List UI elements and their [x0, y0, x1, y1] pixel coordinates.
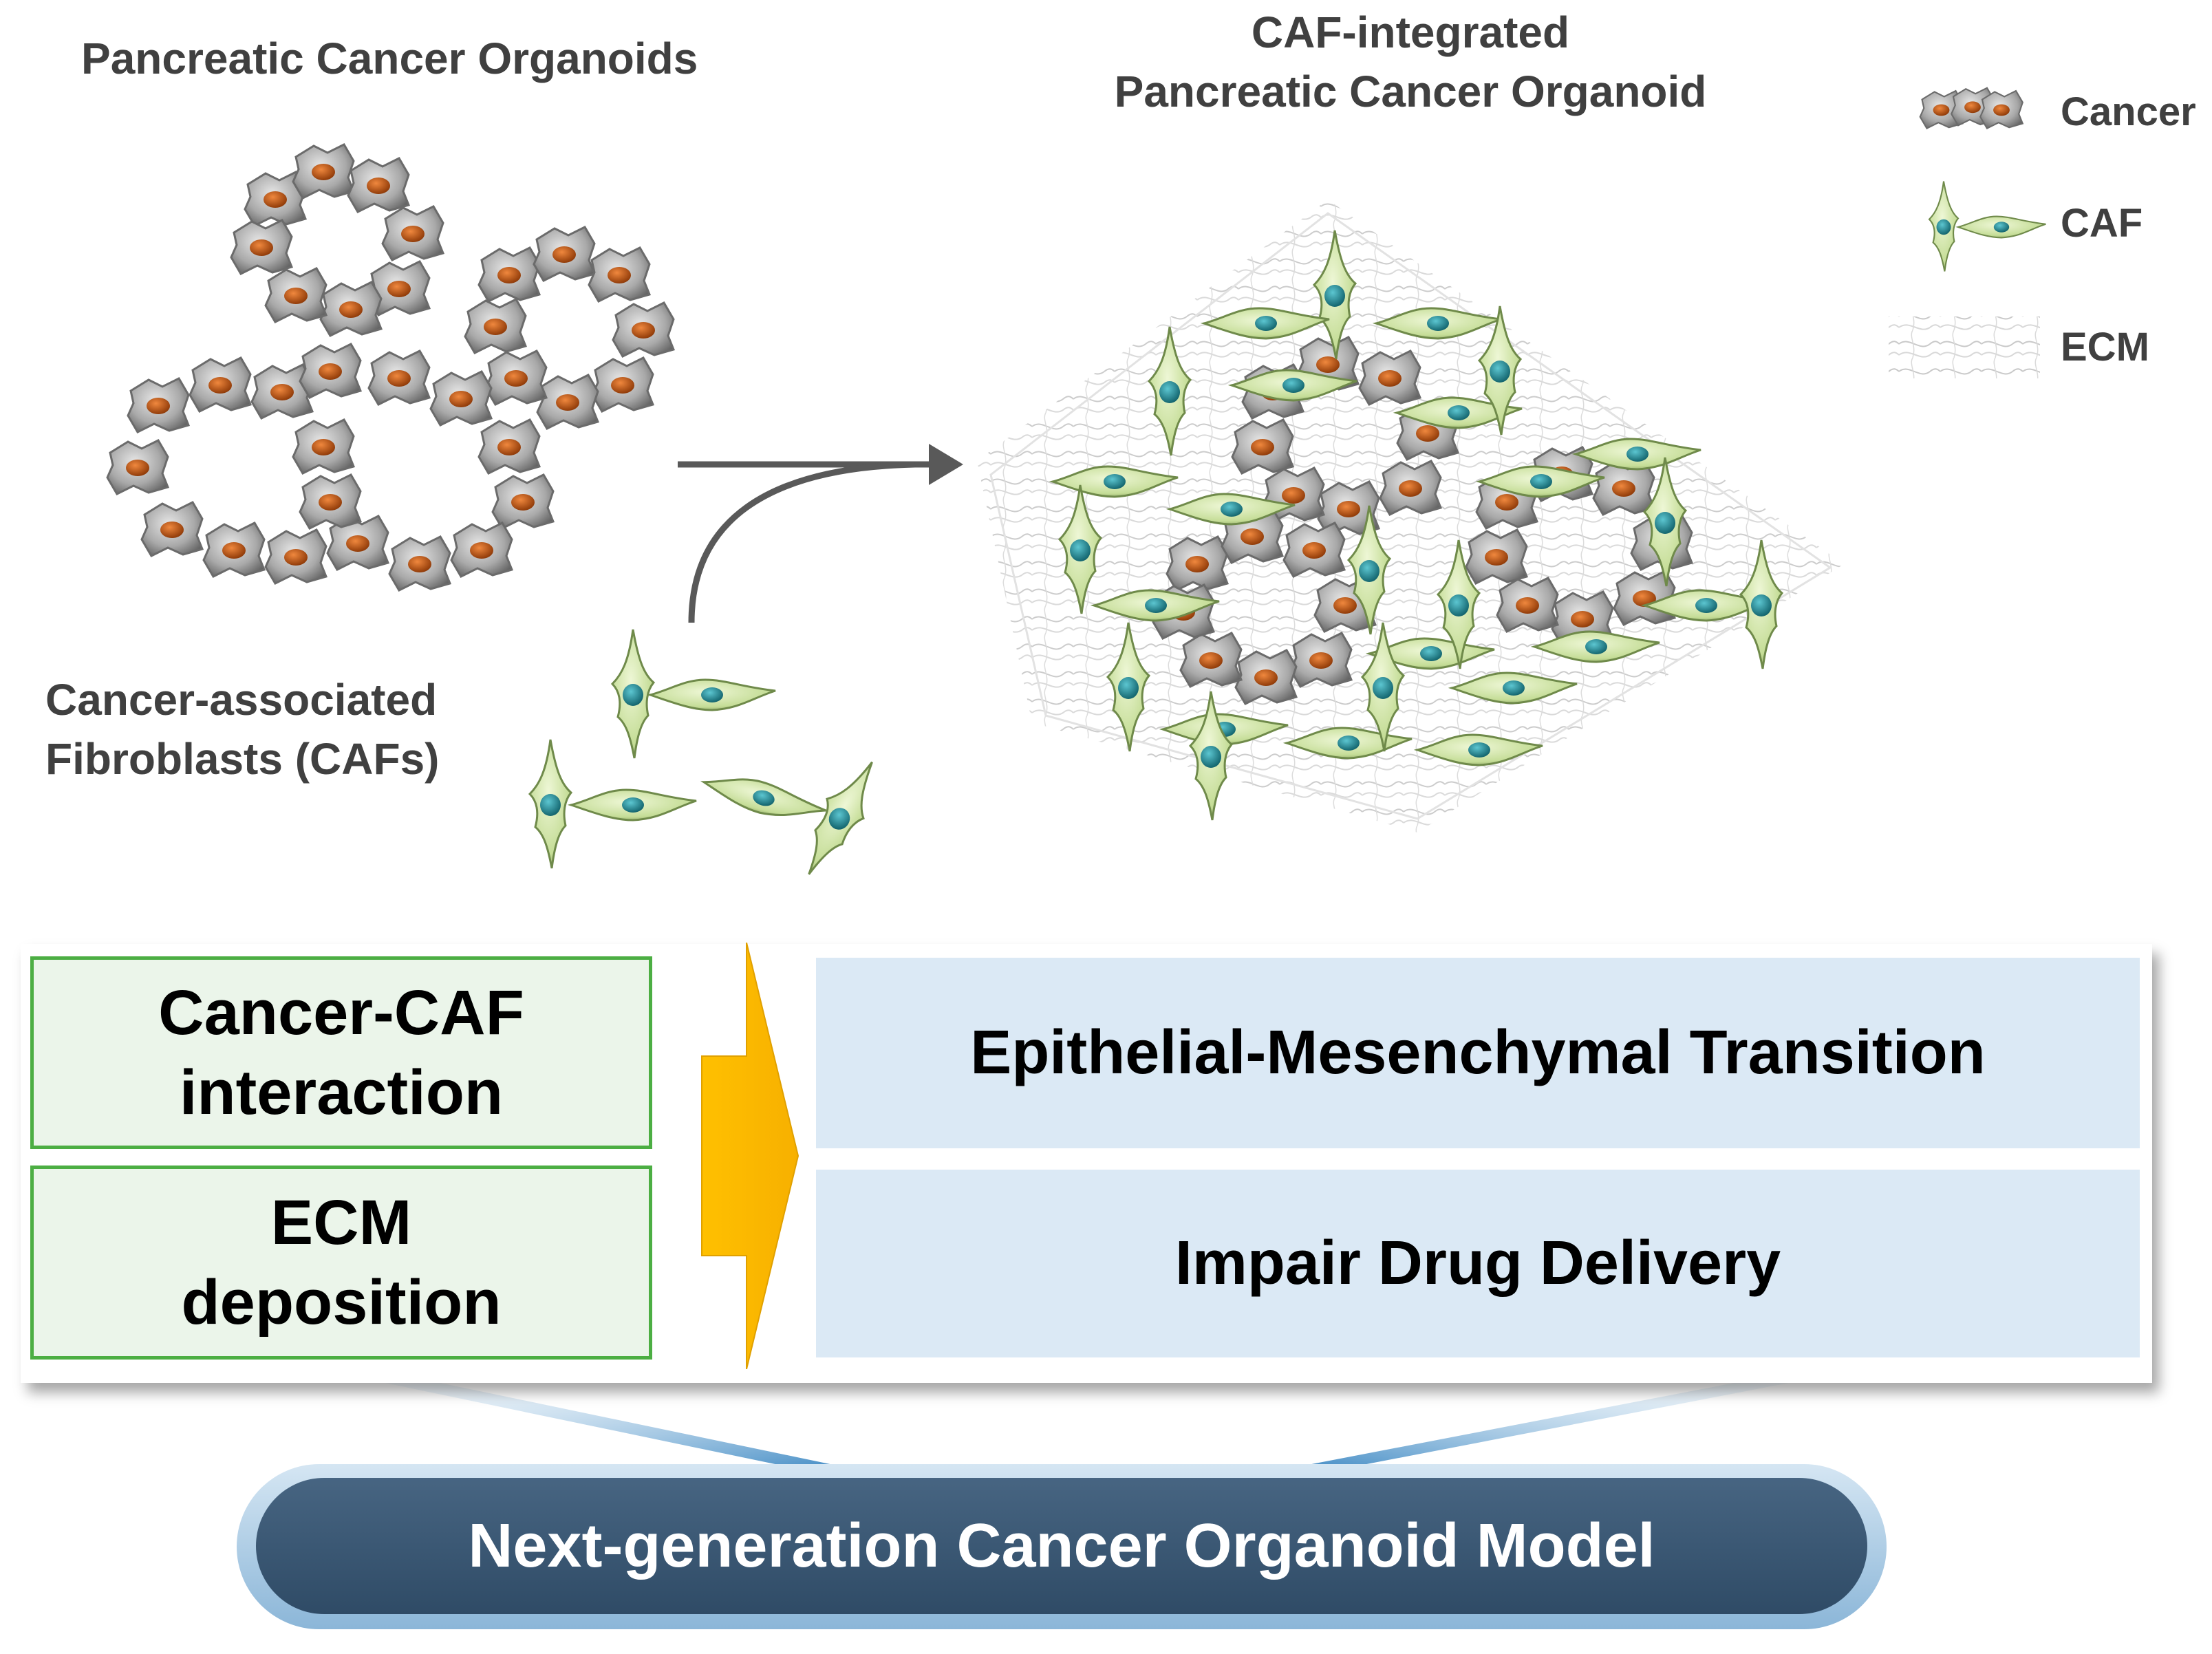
model-label: Next-generation Cancer Organoid Model: [256, 1478, 1867, 1614]
organoids-title: Pancreatic Cancer Organoids: [81, 34, 698, 83]
mechanism-box-ecm-line2: deposition: [181, 1267, 502, 1338]
mechanism-box-cancer-caf-line2: interaction: [179, 1057, 504, 1128]
outcome-drug-delivery: Impair Drug Delivery: [816, 1170, 2140, 1357]
caf-integrated-organoid: [977, 200, 1844, 833]
caf-integrated-title-line1: CAF-integrated: [1251, 8, 1570, 57]
mechanism-box-cancer-caf: Cancer-CAF interaction: [30, 956, 652, 1149]
mechanism-box-ecm: ECM deposition: [30, 1166, 652, 1360]
caf-cell-icon: [1928, 180, 2047, 272]
caf-integrated-title-line2: Pancreatic Cancer Organoid: [1114, 67, 1707, 116]
caf-integrated-title: CAF-integrated Pancreatic Cancer Organoi…: [1073, 3, 1748, 121]
legend-ecm-label: ECM: [2061, 325, 2149, 369]
legend-cancer-label: Cancer: [2061, 89, 2196, 134]
combine-arrow: [678, 444, 963, 623]
connector-beam-right: [1287, 1383, 1789, 1469]
legend-caf-label: CAF: [2061, 201, 2143, 246]
ecm-mesh-icon: [1889, 316, 2040, 378]
cancer-organoid-cluster: [106, 143, 675, 592]
cafs-label-line2: Fibroblasts (CAFs): [45, 734, 440, 784]
cafs-label: Cancer-associated Fibroblasts (CAFs): [45, 670, 439, 788]
mechanism-box-ecm-line1: ECM: [270, 1188, 412, 1258]
yellow-arrow: [701, 943, 799, 1369]
mechanism-box-cancer-caf-line1: Cancer-CAF: [158, 978, 524, 1048]
cancer-cell-icon: [1919, 87, 2023, 129]
connector-beam-left: [385, 1383, 853, 1469]
caf-cell-group: [528, 628, 891, 885]
cafs-label-line1: Cancer-associated: [45, 675, 438, 724]
outcome-emt: Epithelial-Mesenchymal Transition: [816, 958, 2140, 1148]
